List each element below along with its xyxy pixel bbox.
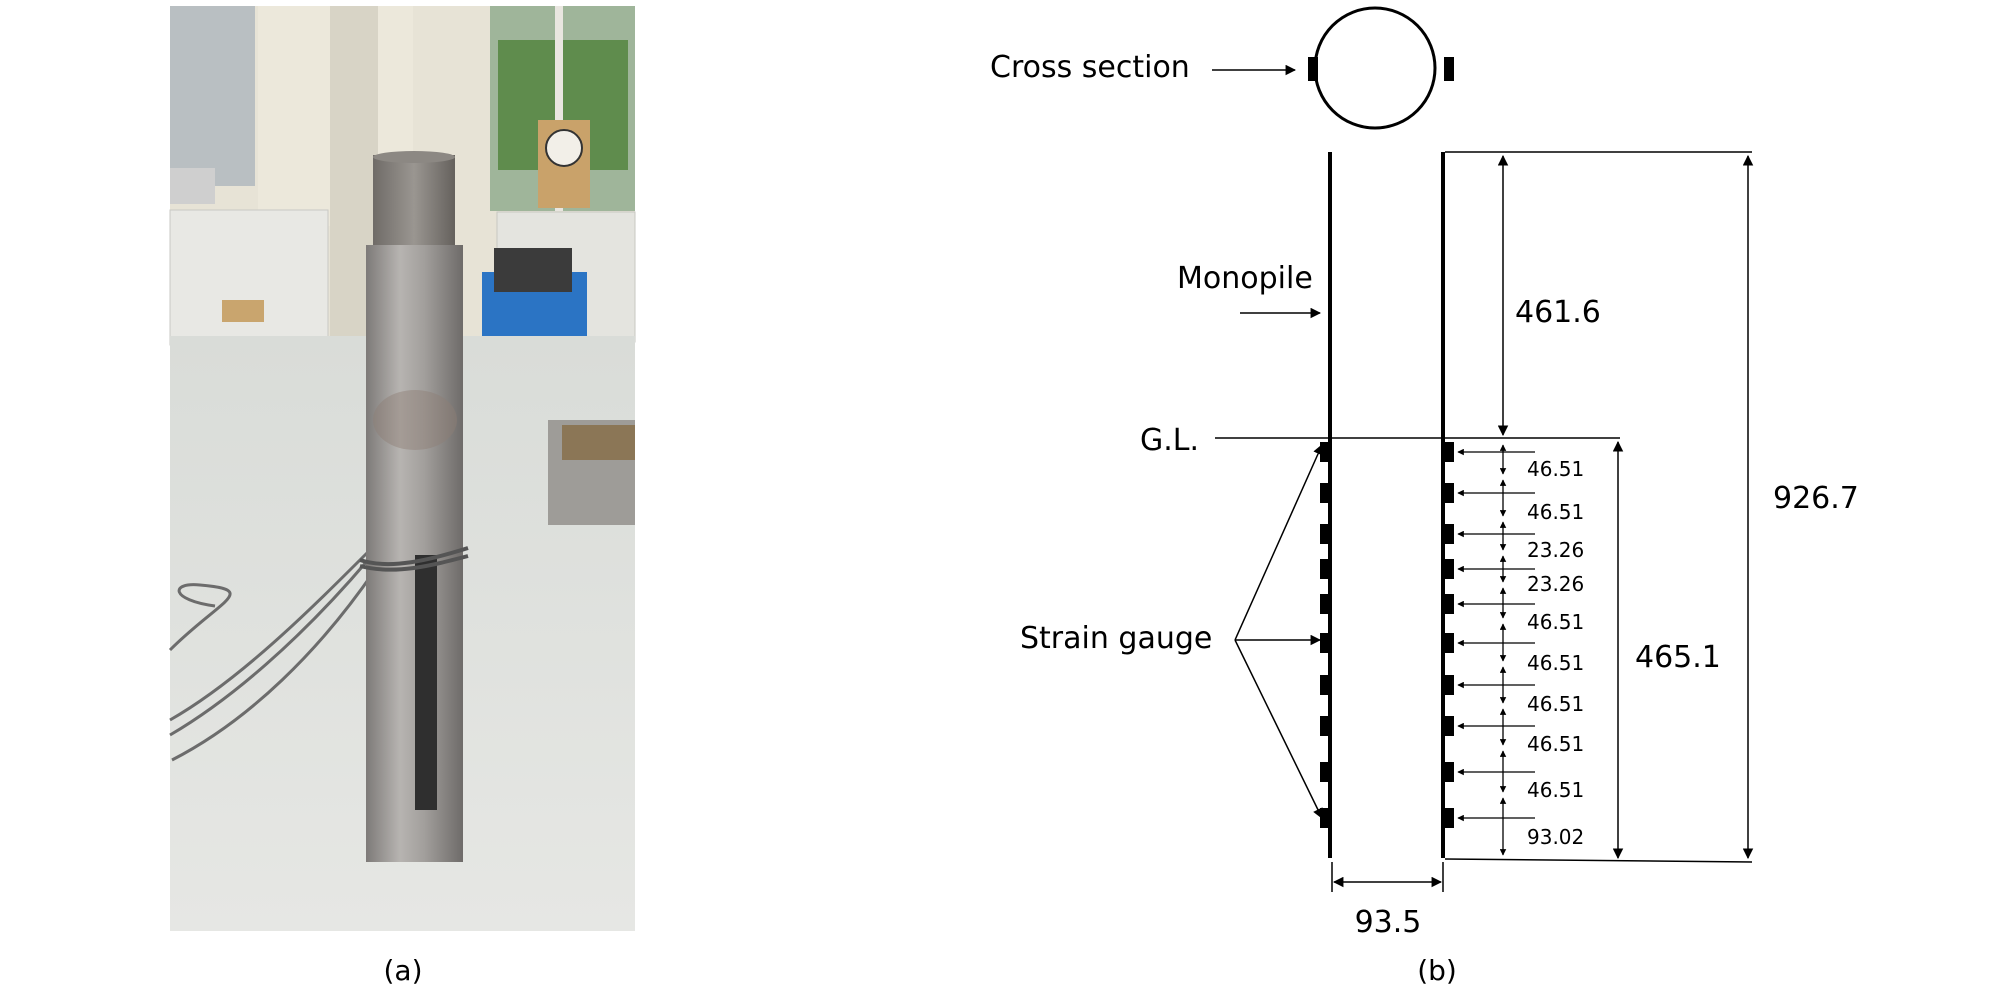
caption-a: (a)	[383, 954, 422, 985]
gauge-spacing-value: 93.02	[1527, 825, 1584, 849]
strain-gauge-right	[1443, 808, 1454, 828]
dim-embedded-value: 465.1	[1635, 640, 1721, 675]
strain-gauge-array: 46.51 46.51 23.26 23.26 46.51 46.51 46.51 46.51…	[1320, 442, 1584, 856]
photo-wire-wrap	[359, 546, 469, 572]
strain-gauge-pointer-top	[1234, 444, 1323, 641]
dim-above-ground-value: 461.6	[1515, 295, 1601, 330]
strain-gauge-pointer-bottom	[1234, 639, 1323, 819]
dim-diameter-value: 93.5	[1355, 905, 1422, 940]
strain-gauge-right	[1443, 675, 1454, 695]
photo-pile-top-rim	[373, 151, 455, 163]
strain-gauge-left	[1320, 483, 1330, 503]
strain-gauge-left	[1320, 716, 1330, 736]
strain-gauge-right	[1443, 633, 1454, 653]
strain-gauge-left	[1320, 442, 1330, 462]
cross-section-gauge-left	[1308, 57, 1318, 81]
caption-b: (b)	[1417, 954, 1457, 985]
gauge-spacing-value: 46.51	[1527, 692, 1584, 716]
gauge-spacing-value: 46.51	[1527, 500, 1584, 524]
gauge-spacing-value: 46.51	[1527, 732, 1584, 756]
photo-sandbox-inner	[562, 425, 635, 460]
strain-gauge-label: Strain gauge	[1020, 621, 1212, 656]
gauge-spacing-value: 46.51	[1527, 778, 1584, 802]
schematic-panel: Cross section Monopile G.L. 461.6 926.7 …	[990, 6, 1859, 940]
strain-gauge-right	[1443, 762, 1454, 782]
strain-gauge-left	[1320, 559, 1330, 579]
gauge-spacing-value: 46.51	[1527, 651, 1584, 675]
strain-gauge-right	[1443, 483, 1454, 503]
photo-gauge-tape	[415, 555, 437, 810]
strain-gauge-right	[1443, 594, 1454, 614]
photo-pile-top	[373, 155, 455, 251]
cross-section-gauge-right	[1444, 57, 1454, 81]
photo-left-window	[170, 6, 255, 186]
photo-panel	[168, 6, 636, 931]
strain-gauge-right	[1443, 716, 1454, 736]
strain-gauge-right	[1443, 524, 1454, 544]
monopile-label: Monopile	[1177, 261, 1313, 296]
gauge-spacing-value: 46.51	[1527, 610, 1584, 634]
photo-window-frame	[555, 6, 563, 211]
gauge-spacing-value: 23.26	[1527, 572, 1584, 596]
photo-chair	[494, 248, 572, 292]
strain-gauge-left	[1320, 808, 1330, 828]
cross-section-circle	[1313, 6, 1437, 130]
strain-gauge-right	[1443, 559, 1454, 579]
photo-pile-stain	[373, 390, 457, 450]
strain-gauge-left	[1320, 594, 1330, 614]
gauge-spacing-value: 23.26	[1527, 538, 1584, 562]
photo-cables	[168, 546, 377, 762]
strain-gauge-left	[1320, 633, 1330, 653]
photo-shelf-left	[169, 209, 329, 346]
ground-level-label: G.L.	[1140, 423, 1199, 458]
photo-machine	[170, 168, 215, 204]
photo-clock-face	[545, 129, 583, 167]
strain-gauge-left	[1320, 675, 1330, 695]
gauge-spacing-value: 46.51	[1527, 457, 1584, 481]
photo-shelf-box	[222, 300, 264, 322]
bottom-extension-line	[1444, 858, 1753, 863]
strain-gauge-left	[1320, 762, 1330, 782]
strain-gauge-left	[1320, 524, 1330, 544]
dim-total-value: 926.7	[1773, 481, 1859, 516]
strain-gauge-right	[1443, 442, 1454, 462]
cross-section-label: Cross section	[990, 50, 1190, 85]
